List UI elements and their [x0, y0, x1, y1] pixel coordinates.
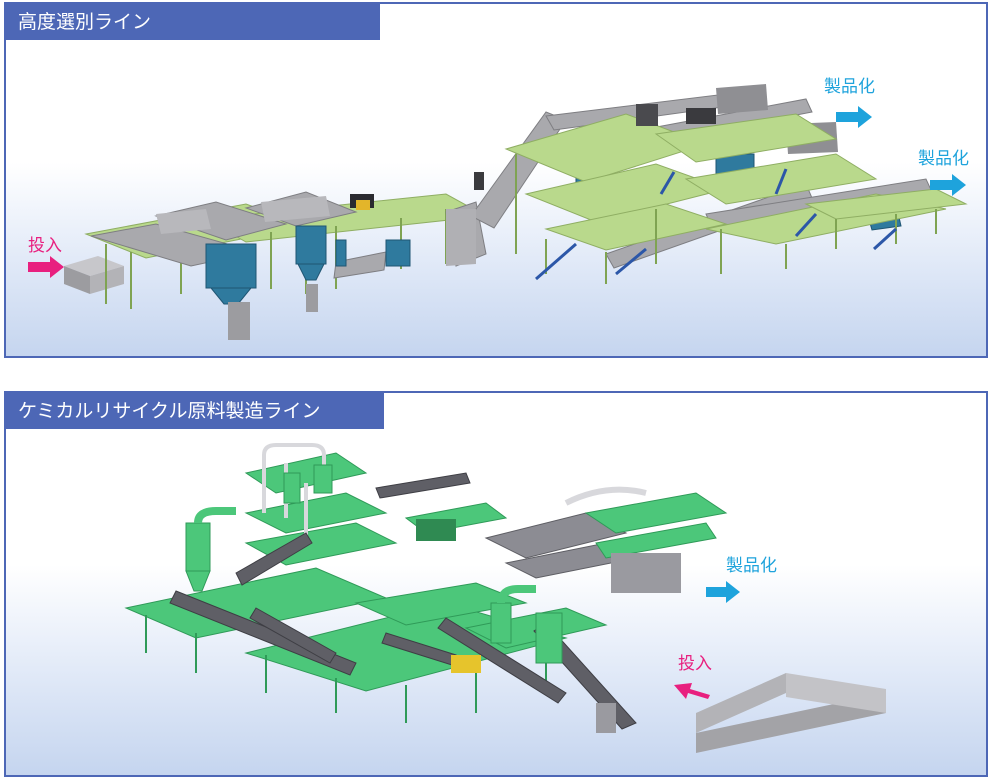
- input-indicator: 投入: [28, 236, 64, 278]
- platform-right: [504, 113, 968, 284]
- cyclone-right: [490, 585, 563, 664]
- section-title: 高度選別ライン: [6, 4, 380, 40]
- output-indicator-2: 製品化: [918, 149, 969, 196]
- upper-tower: [244, 443, 398, 566]
- hopper: [596, 703, 616, 733]
- input-hopper: [64, 256, 124, 294]
- output-arrow-icon: [836, 106, 872, 128]
- feeder-unit: [451, 655, 481, 673]
- input-label: 投入: [678, 654, 712, 674]
- cyclone-left: [185, 507, 236, 592]
- input-arrow-icon: [674, 683, 710, 699]
- forklift: [350, 194, 374, 210]
- advanced-sorting-line-panel: 高度選別ライン: [4, 2, 988, 358]
- input-indicator: 投入: [674, 654, 712, 699]
- output-label: 製品化: [726, 556, 777, 576]
- input-label: 投入: [28, 236, 62, 256]
- receiving-wall: [696, 673, 886, 753]
- output-label: 製品化: [824, 77, 875, 97]
- chemical-recycling-line-panel: ケミカルリサイクル原料製造ライン: [4, 391, 988, 777]
- advanced-sorting-line-illustration: 投入 製品化 製品化: [28, 77, 969, 340]
- output-label: 製品化: [918, 149, 969, 169]
- input-arrow-icon: [28, 256, 64, 278]
- section-title: ケミカルリサイクル原料製造ライン: [6, 393, 384, 429]
- stairs: [535, 168, 898, 281]
- discharge-columns: [228, 284, 318, 340]
- processing-machines: [474, 104, 716, 190]
- output-indicator-1: 製品化: [824, 77, 875, 128]
- output-indicator: 製品化: [706, 556, 777, 603]
- output-arrow-icon: [930, 174, 966, 196]
- right-structure: [564, 486, 728, 593]
- output-arrow-icon: [706, 581, 740, 603]
- chemical-recycling-line-illustration: 製品化 投入: [124, 443, 886, 753]
